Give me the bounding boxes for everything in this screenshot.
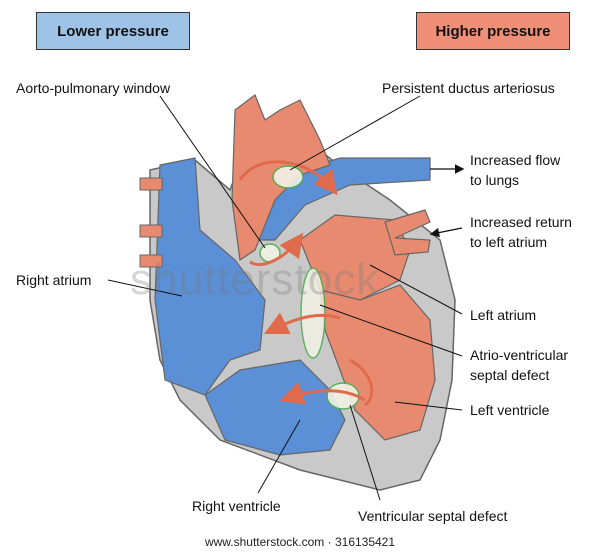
label-increased-return-line2: to left atrium (470, 234, 548, 250)
left-vessel-low (139, 254, 163, 268)
watermark: shutterstock (130, 255, 380, 304)
label-right-atrium: Right atrium (16, 272, 92, 288)
higher-pressure-legend: Higher pressure (416, 12, 570, 50)
shunt-arrow-ductus (238, 160, 338, 196)
label-increased-return-line1: Increased return (470, 214, 572, 230)
shunt-arrow-avsd (263, 312, 341, 335)
leader-left-atrium (369, 264, 463, 315)
left-ventricle (319, 284, 436, 441)
label-avsd: Atrio-ventricular septal defect (470, 345, 568, 385)
leader-ductus (289, 95, 421, 171)
label-persistent-ductus: Persistent ductus arteriosus (382, 80, 555, 96)
leader-vsd (349, 404, 381, 501)
shunt-arrow-apwindow (249, 232, 304, 266)
shunt-arrow-vsd (279, 381, 366, 405)
footer-credit: www.shutterstock.com · 316135421 (204, 535, 396, 549)
leader-aorto-pulmonary (159, 95, 266, 249)
left-vessel-mid (139, 224, 163, 238)
label-avsd-line2: septal defect (470, 367, 550, 383)
label-left-ventricle: Left ventricle (470, 402, 550, 418)
left-vessel-top (139, 177, 163, 191)
leader-avsd (319, 304, 463, 357)
avsd-ring (300, 267, 326, 359)
right-ventricle (204, 359, 346, 456)
label-aorto-pulmonary-window: Aorto-pulmonary window (16, 80, 171, 96)
label-left-atrium: Left atrium (470, 307, 537, 323)
label-increased-flow: Increased flow to lungs (470, 150, 560, 190)
label-increased-return: Increased return to left atrium (470, 212, 572, 252)
leader-right-ventricle (257, 419, 301, 494)
leader-left-ventricle (394, 401, 463, 411)
pulmonary-veins (384, 209, 431, 256)
right-atrium (154, 157, 266, 396)
label-increased-flow-line1: Increased flow (470, 152, 561, 168)
label-avsd-line1: Atrio-ventricular (470, 347, 569, 363)
ductus-defect-ring (272, 165, 304, 189)
leader-right-atrium (107, 279, 183, 297)
leader-return-la (429, 227, 463, 238)
label-increased-flow-line2: to lungs (470, 172, 520, 188)
lower-pressure-legend: Lower pressure (36, 12, 190, 50)
label-right-ventricle: Right ventricle (192, 498, 281, 514)
shunt-arrow-lv (349, 358, 374, 407)
label-ventricular-septal-defect: Ventricular septal defect (358, 508, 508, 524)
